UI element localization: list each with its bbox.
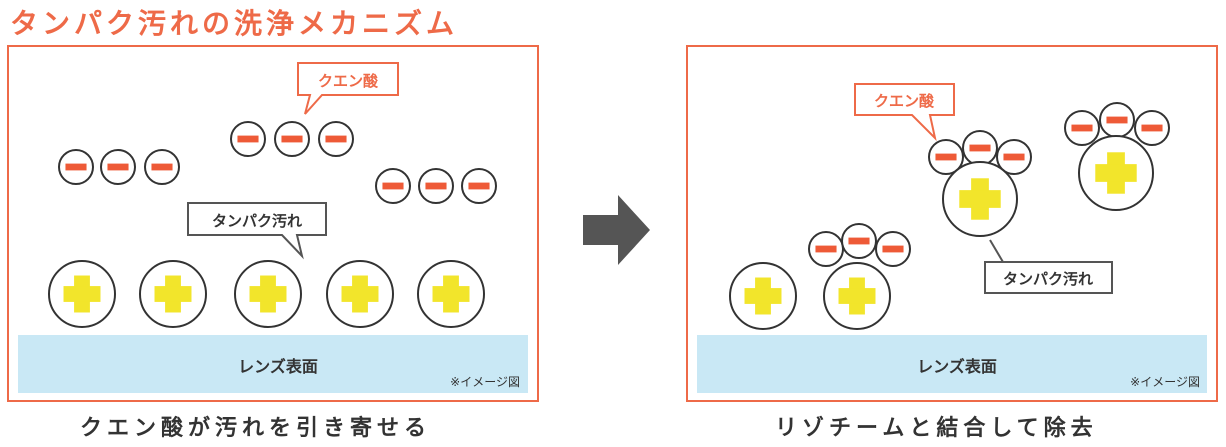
diagram-title: タンパク汚れの洗浄メカニズム <box>10 7 459 40</box>
left-acid-callout: クエン酸 <box>297 62 399 115</box>
plus-icon <box>942 161 1018 237</box>
plus-icon <box>729 262 797 330</box>
minus-icon <box>461 168 497 204</box>
plus-icon <box>139 260 207 328</box>
plus-icon <box>823 262 891 330</box>
right-acid-molecules <box>808 102 1170 267</box>
minus-icon <box>1134 110 1170 146</box>
left-protein-callout: タンパク汚れ <box>187 202 327 260</box>
left-lens-surface <box>18 335 528 393</box>
minus-icon <box>230 121 266 157</box>
plus-icon <box>417 260 485 328</box>
minus-icon <box>375 168 411 204</box>
minus-icon <box>875 231 911 267</box>
left-panel: レンズ表面 ※イメージ図 クエン酸 タンパク汚れ <box>7 45 539 402</box>
left-caption: クエン酸が汚れを引き寄せる <box>80 416 432 441</box>
right-protein-callout: タンパク汚れ <box>984 239 1113 294</box>
right-arrow-icon <box>583 195 650 265</box>
plus-icon <box>326 260 394 328</box>
minus-icon <box>808 231 844 267</box>
right-lens-label: レンズ表面 <box>917 357 997 376</box>
right-lens-surface <box>697 335 1207 393</box>
right-acid-callout: クエン酸 <box>854 83 955 142</box>
minus-icon <box>996 139 1032 175</box>
minus-icon <box>274 121 310 157</box>
minus-icon <box>928 139 964 175</box>
minus-icon <box>144 149 180 185</box>
right-panel: レンズ表面 ※イメージ図 クエン酸 タンパク汚れ <box>686 45 1218 402</box>
right-caption: リゾチームと結合して除去 <box>775 416 1098 441</box>
plus-icon <box>48 260 116 328</box>
left-acid-molecules <box>58 121 497 204</box>
minus-icon <box>1099 102 1135 138</box>
minus-icon <box>962 130 998 166</box>
plus-icon <box>1078 135 1154 211</box>
right-note: ※イメージ図 <box>1130 375 1200 389</box>
right-acid-label: クエン酸 <box>874 92 935 110</box>
minus-icon <box>418 168 454 204</box>
left-acid-label: クエン酸 <box>318 72 379 90</box>
left-protein-label: タンパク汚れ <box>212 212 302 230</box>
minus-icon <box>841 223 877 259</box>
minus-icon <box>100 149 136 185</box>
minus-icon <box>58 149 94 185</box>
left-note: ※イメージ図 <box>450 375 520 389</box>
plus-icon <box>234 260 302 328</box>
left-protein-molecules <box>48 260 485 328</box>
minus-icon <box>318 121 354 157</box>
right-protein-label: タンパク汚れ <box>1003 270 1093 288</box>
minus-icon <box>1064 110 1100 146</box>
right-protein-molecules <box>729 135 1154 330</box>
left-lens-label: レンズ表面 <box>238 357 318 376</box>
